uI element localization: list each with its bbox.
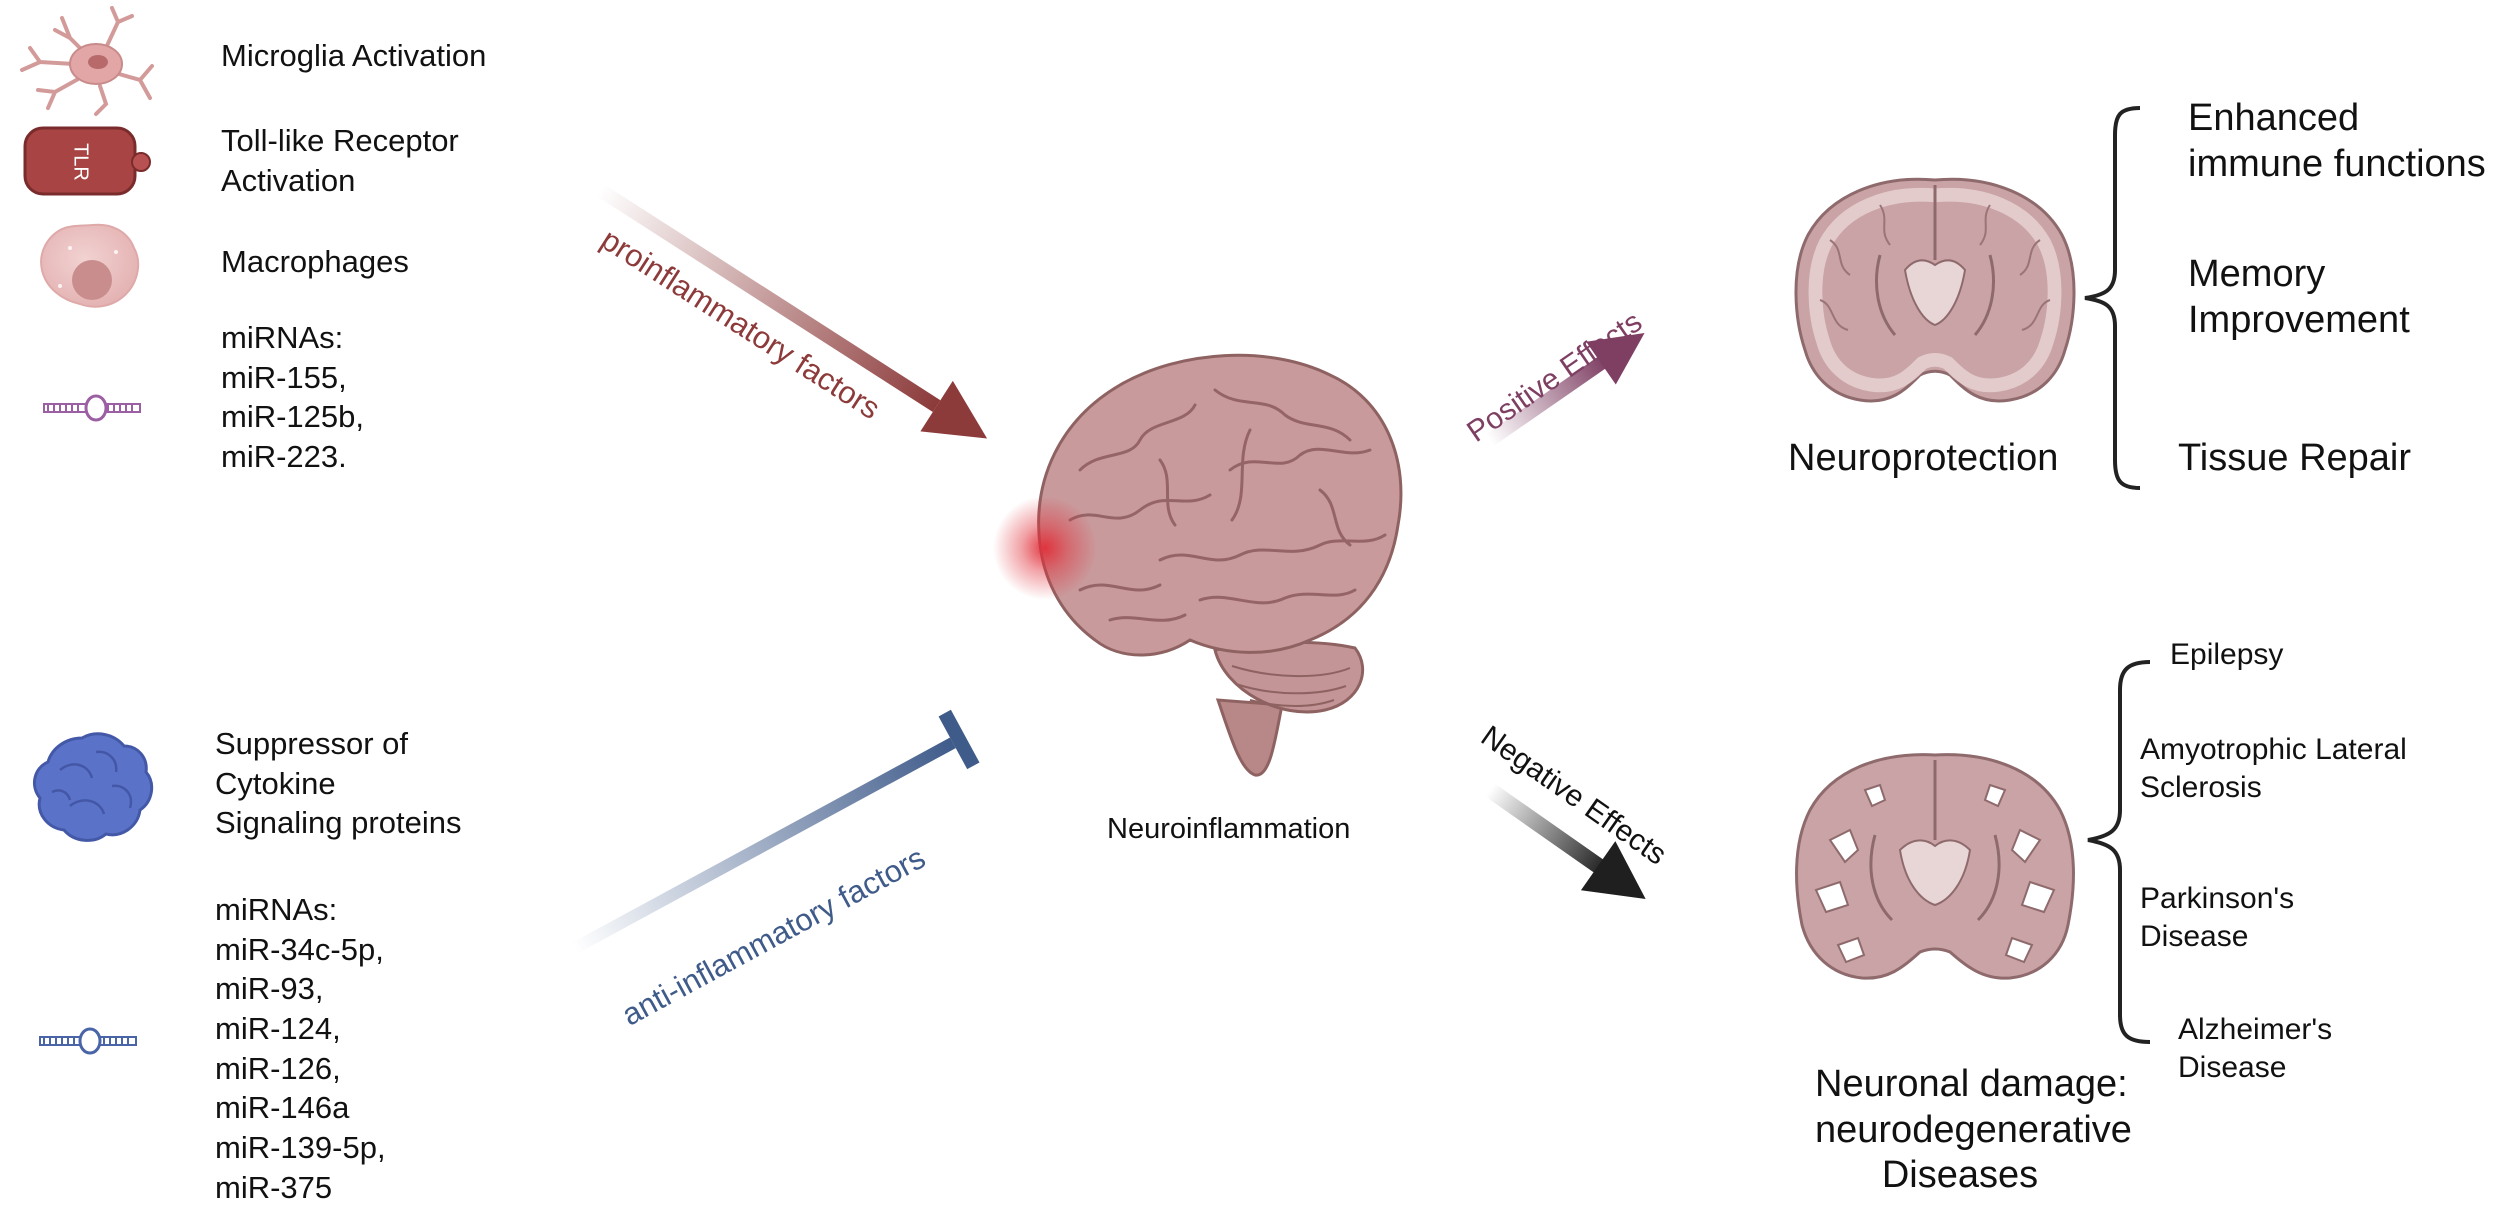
- proinflammatory-arrow: [596, 184, 988, 439]
- damage-title-line1: Neuronal damage:: [1815, 1063, 2128, 1105]
- brain-section-icon-healthy: [1794, 177, 2076, 403]
- parkinsons-line1: Parkinson's: [2140, 882, 2295, 915]
- socs-line2: Cytokine: [215, 765, 336, 801]
- label-socs: Suppressor of Cytokine Signaling protein…: [215, 724, 461, 843]
- effect-enhanced-immune: Enhanced immune functions: [2188, 96, 2486, 187]
- anti-mirna-item: miR-146a: [215, 1090, 350, 1126]
- brain-icon: [993, 353, 1403, 777]
- pro-mirna-item: miR-223.: [221, 439, 347, 475]
- disease-epilepsy: Epilepsy: [2170, 638, 2284, 671]
- alzheimers-line2: Disease: [2178, 1050, 2287, 1084]
- damage-title-line3: Diseases: [1881, 1154, 2039, 1197]
- mirna-icon-anti: [39, 1027, 137, 1055]
- label-tlr-line2: Activation: [221, 162, 356, 198]
- neuronal-damage-title: Neuronal damage: neurodegenerative Disea…: [1815, 1062, 2132, 1199]
- label-tlr-line1: Toll-like Receptor: [221, 123, 459, 158]
- label-macrophages: Macrophages: [221, 244, 409, 279]
- antiinflammatory-inhibitor-arrow: [572, 709, 980, 954]
- anti-mirna-item: miR-93,: [215, 971, 324, 1007]
- disease-alzheimers: Alzheimer's Disease: [2178, 1011, 2332, 1086]
- effect-tissue-repair: Tissue Repair: [2178, 437, 2412, 479]
- positive-effects-brace: [2084, 106, 2141, 490]
- effect-enhanced-line2: immune functions: [2188, 142, 2486, 185]
- damage-title-line2: neurodegenerative: [1815, 1108, 2132, 1151]
- disease-als: Amyotrophic Lateral Sclerosis: [2140, 731, 2407, 806]
- effect-memory-line1: Memory: [2188, 253, 2326, 295]
- negative-effects-arrow: [1485, 783, 1646, 899]
- socs-protein-icon: [32, 732, 154, 842]
- mirna-icon-pro: [43, 394, 141, 422]
- label-tlr-activation: Toll-like Receptor Activation: [221, 121, 459, 200]
- anti-mirna-heading: miRNAs:: [215, 892, 338, 927]
- als-line2: Sclerosis: [2140, 770, 2262, 804]
- neuroinflammation-label: Neuroinflammation: [1107, 813, 1351, 845]
- anti-mirna-item: miR-139-5p,: [215, 1130, 386, 1166]
- macrophage-icon: [40, 223, 140, 308]
- brain-section-icon-damaged: [1795, 753, 2075, 980]
- label-pro-mirnas: miRNAs: miR-155, miR-125b, miR-223.: [221, 318, 364, 477]
- pro-mirna-item: miR-155,: [221, 359, 347, 395]
- als-line1: Amyotrophic Lateral: [2140, 733, 2407, 766]
- label-microglia-activation: Microglia Activation: [221, 38, 487, 73]
- neuroprotection-title: Neuroprotection: [1788, 437, 2059, 479]
- anti-mirna-item: miR-375: [215, 1169, 333, 1205]
- socs-line1: Suppressor of: [215, 726, 408, 761]
- tlr-receptor-icon: TLR: [23, 126, 151, 196]
- parkinsons-line2: Disease: [2140, 919, 2249, 953]
- anti-mirna-item: miR-34c-5p,: [215, 931, 384, 967]
- effect-memory-improvement: Memory Improvement: [2188, 252, 2410, 343]
- socs-line3: Signaling proteins: [215, 805, 462, 841]
- effect-memory-line2: Improvement: [2188, 298, 2410, 341]
- positive-effects-arrow: [1486, 332, 1645, 446]
- pro-mirna-item: miR-125b,: [221, 399, 364, 435]
- negative-effects-brace: [2087, 660, 2151, 1044]
- anti-mirna-item: miR-126,: [215, 1050, 341, 1086]
- alzheimers-line1: Alzheimer's: [2178, 1013, 2333, 1046]
- disease-parkinsons: Parkinson's Disease: [2140, 880, 2294, 955]
- label-anti-mirnas: miRNAs: miR-34c-5p, miR-93, miR-124, miR…: [215, 890, 386, 1207]
- microglia-icon: [20, 6, 154, 116]
- pro-mirna-heading: miRNAs:: [221, 320, 344, 355]
- tlr-label: TLR: [70, 143, 92, 181]
- anti-mirna-item: miR-124,: [215, 1011, 341, 1047]
- effect-enhanced-line1: Enhanced: [2188, 97, 2360, 139]
